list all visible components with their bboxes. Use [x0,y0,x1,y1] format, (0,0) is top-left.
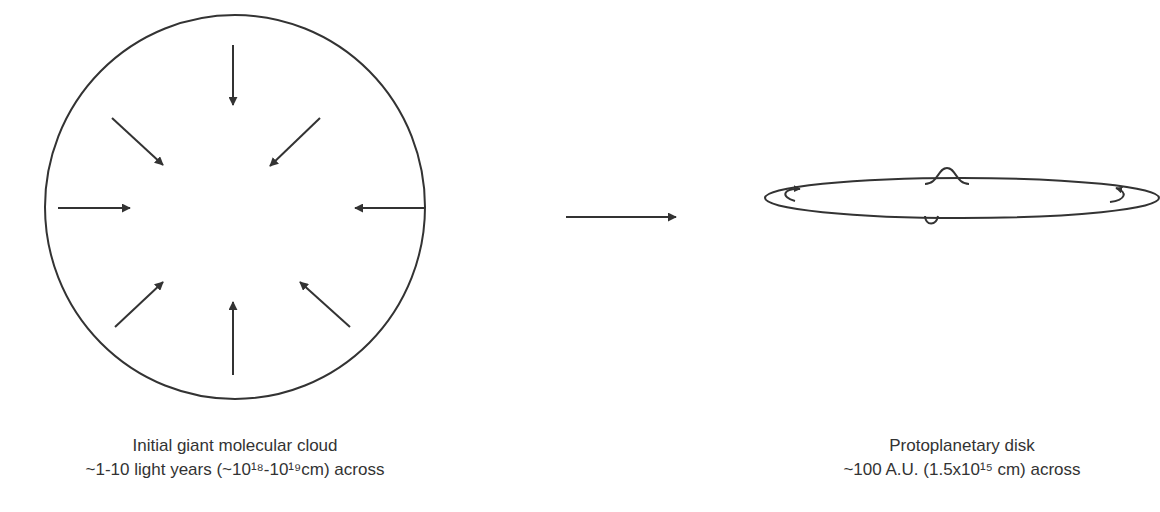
cloud-size: ~1-10 light years (~10¹⁸-10¹⁹cm) across [86,460,385,480]
disk-label: Protoplanetary disk [889,436,1035,456]
transition-arrow [566,217,676,218]
protoplanetary-disk [765,168,1159,224]
disk-size: ~100 A.U. (1.5x10¹⁵ cm) across [843,460,1080,480]
cloud-label: Initial giant molecular cloud [132,436,337,456]
molecular-cloud [45,15,425,399]
